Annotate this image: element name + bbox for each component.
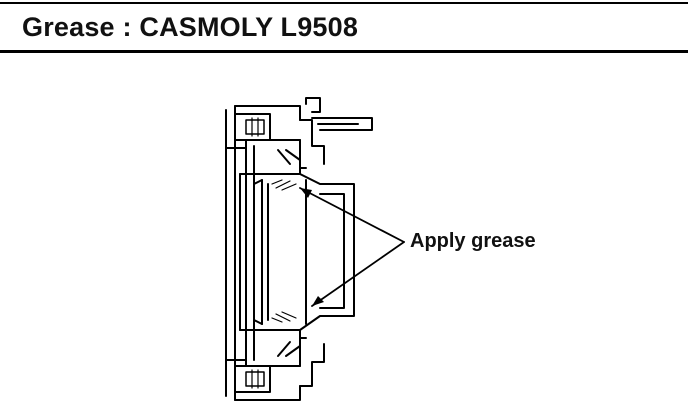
arrowhead-bottom xyxy=(312,296,324,306)
page-title: Grease : CASMOLY L9508 xyxy=(22,12,359,42)
callout-arrowheads xyxy=(300,188,324,306)
mounting-flange xyxy=(311,117,373,131)
grease-area-hatching xyxy=(271,179,297,323)
outer-housing-outline xyxy=(225,97,325,401)
inner-race-tube xyxy=(239,173,355,331)
callout-leader-lines xyxy=(299,187,405,307)
header-top-rule xyxy=(0,2,688,4)
header-bottom-rule xyxy=(0,50,688,53)
arrowhead-top xyxy=(300,188,312,198)
seal-lip-top xyxy=(277,149,301,175)
ball-bearing-bottom xyxy=(235,365,271,393)
ball-bearing-top xyxy=(235,113,271,141)
apply-grease-label: Apply grease xyxy=(410,230,536,252)
seal-lip-bottom xyxy=(277,329,301,357)
